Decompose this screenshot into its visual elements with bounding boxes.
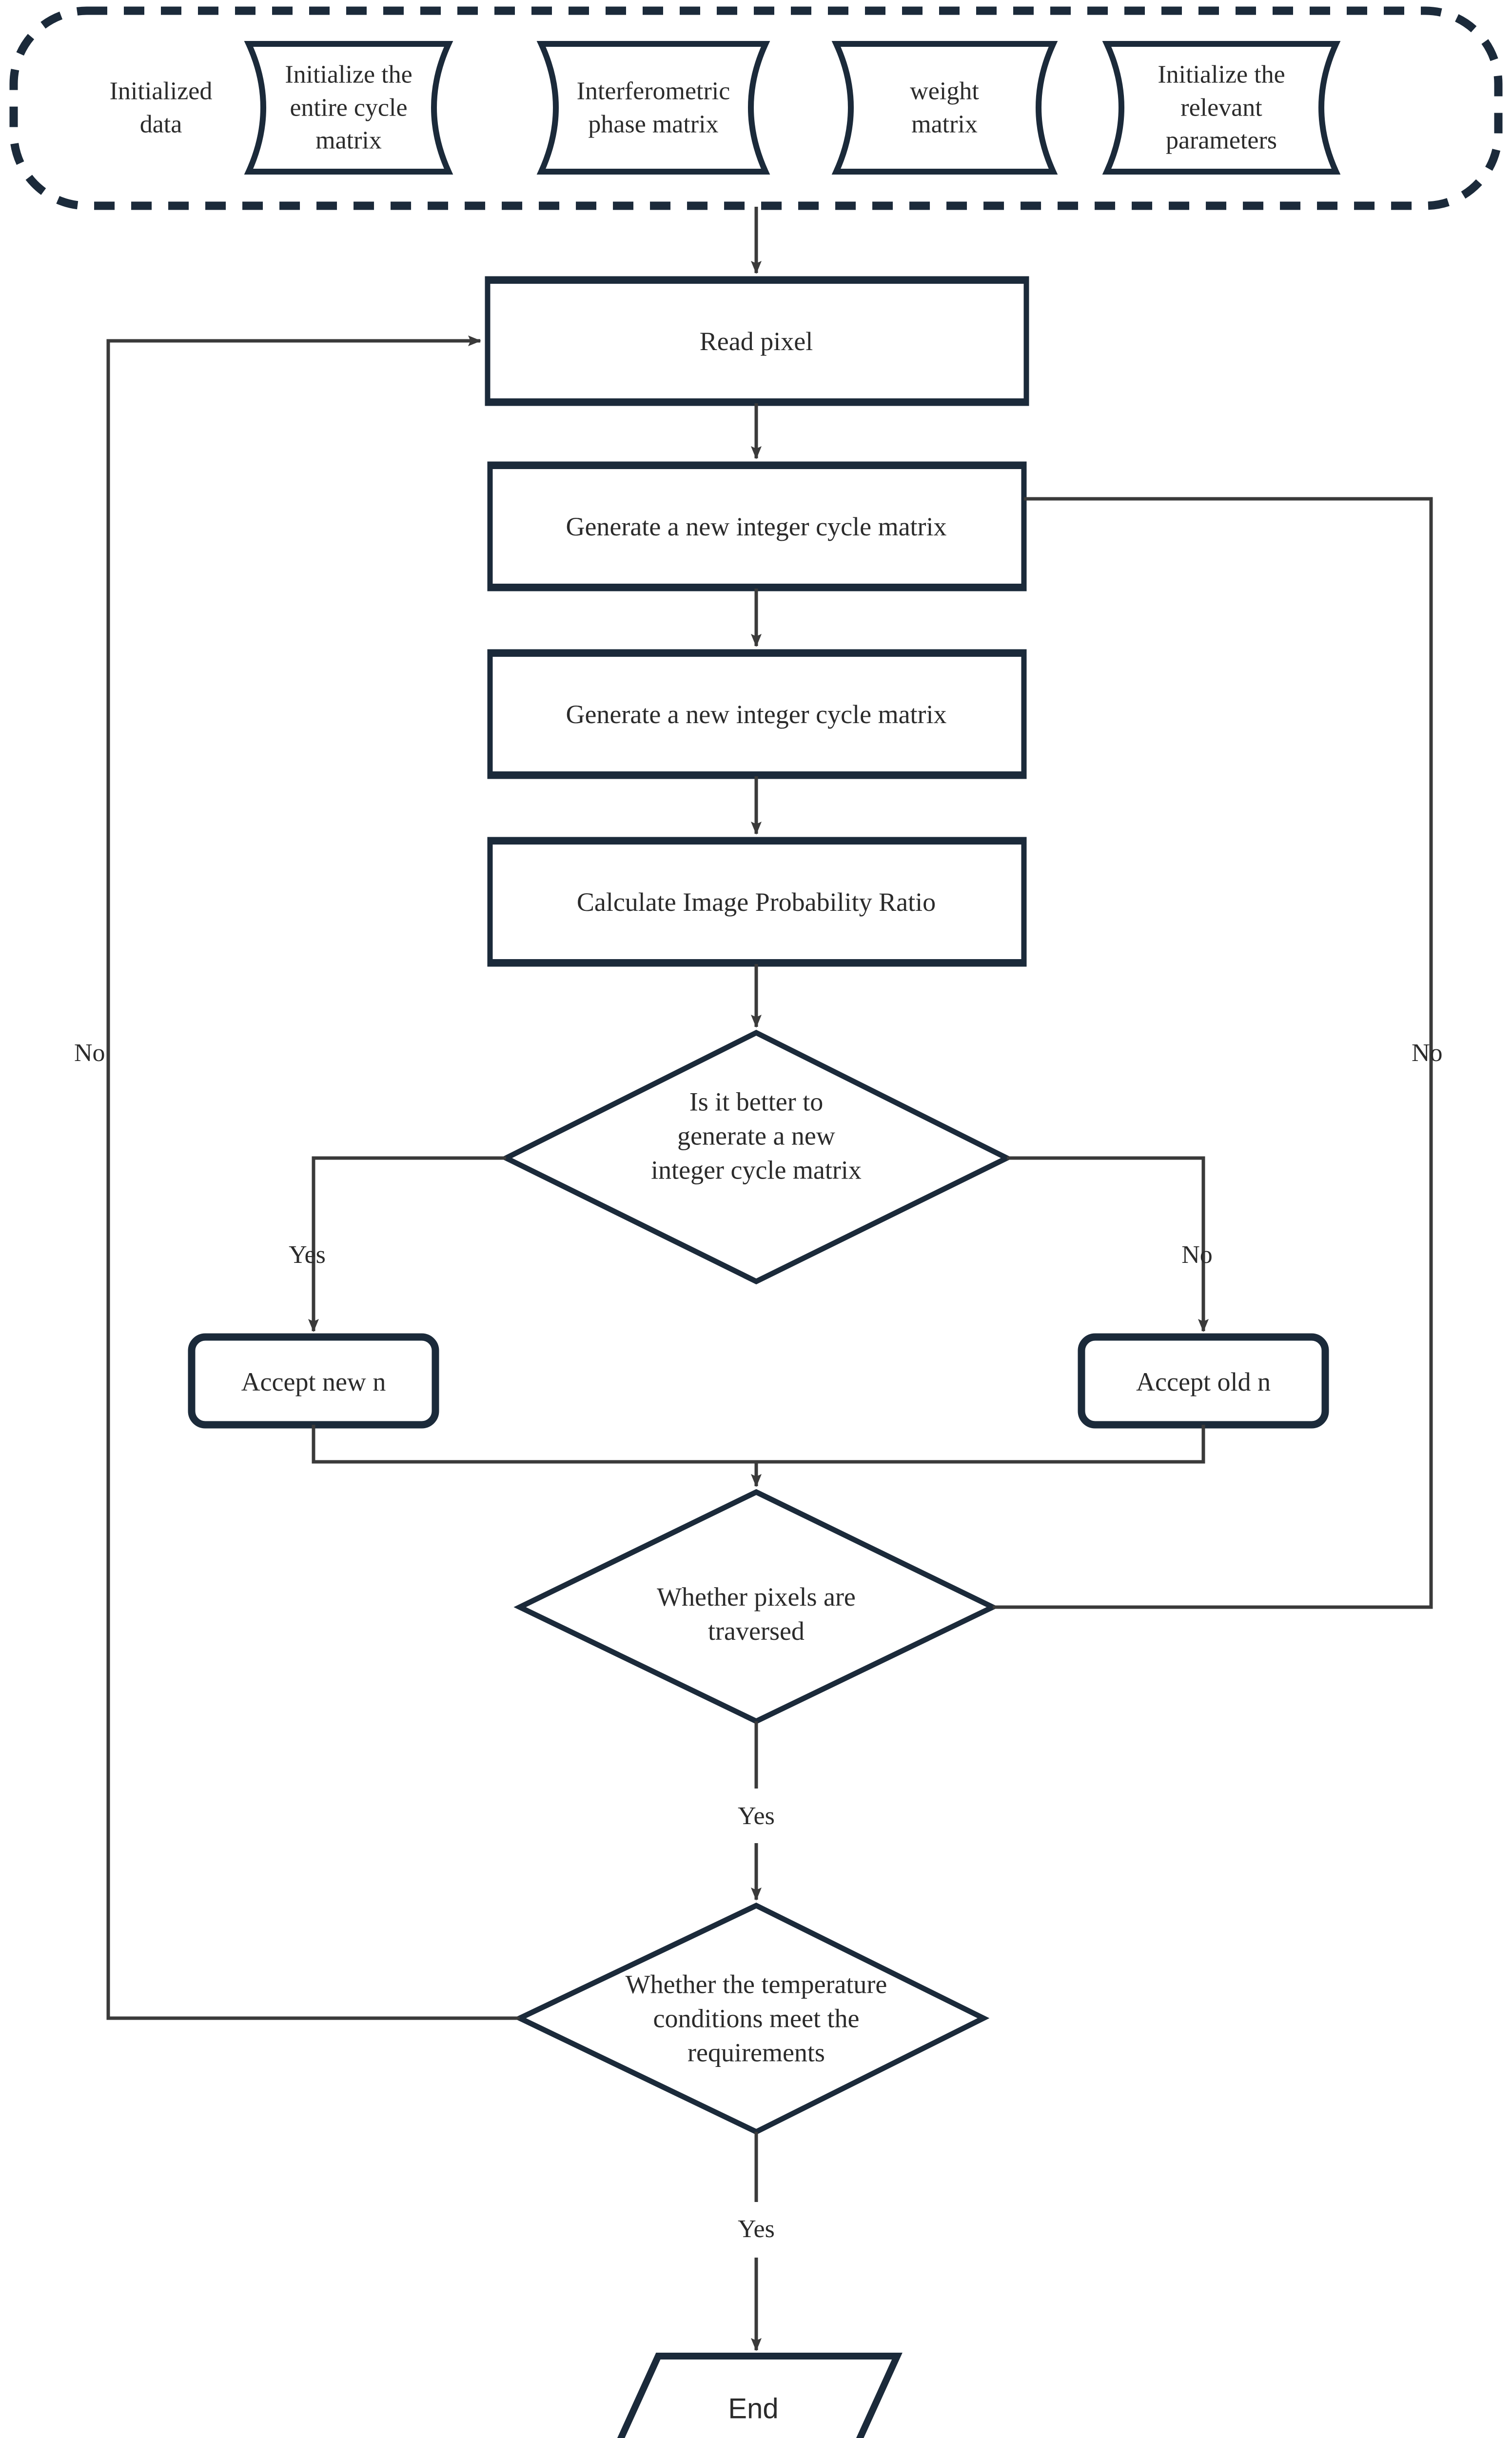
store-shape-entire-cycle-matrix <box>244 41 453 175</box>
node-accept-old-n-shape <box>1078 1333 1329 1429</box>
node-generate-matrix-1-shape <box>487 461 1027 591</box>
edge-decision-temp-no <box>106 335 520 2020</box>
node-decision-better-shape <box>500 1029 1013 1285</box>
edge-accept-new-n-to-merge <box>312 1425 756 1464</box>
node-decision-traversed-shape <box>513 1489 999 1725</box>
node-end-shape <box>617 2353 903 2438</box>
edge-accept-old-n-to-merge <box>756 1425 1205 1464</box>
node-accept-new-n-shape <box>188 1333 439 1429</box>
store-shape-interferometric-phase-matrix <box>536 41 770 175</box>
edge-decision-better-yes <box>308 1156 506 1332</box>
edge-decision-traversed-no <box>993 497 1433 1609</box>
node-calculate-ratio-shape <box>487 837 1027 967</box>
initialized-data-group-border <box>9 6 1503 210</box>
node-generate-matrix-2-shape <box>487 649 1027 779</box>
node-decision-temp-shape <box>513 1902 990 2135</box>
store-shape-relevant-parameters <box>1102 41 1341 175</box>
node-read-pixel-shape <box>485 276 1029 406</box>
edge-decision-better-no <box>1007 1156 1209 1332</box>
store-shape-weight-matrix <box>831 41 1058 175</box>
